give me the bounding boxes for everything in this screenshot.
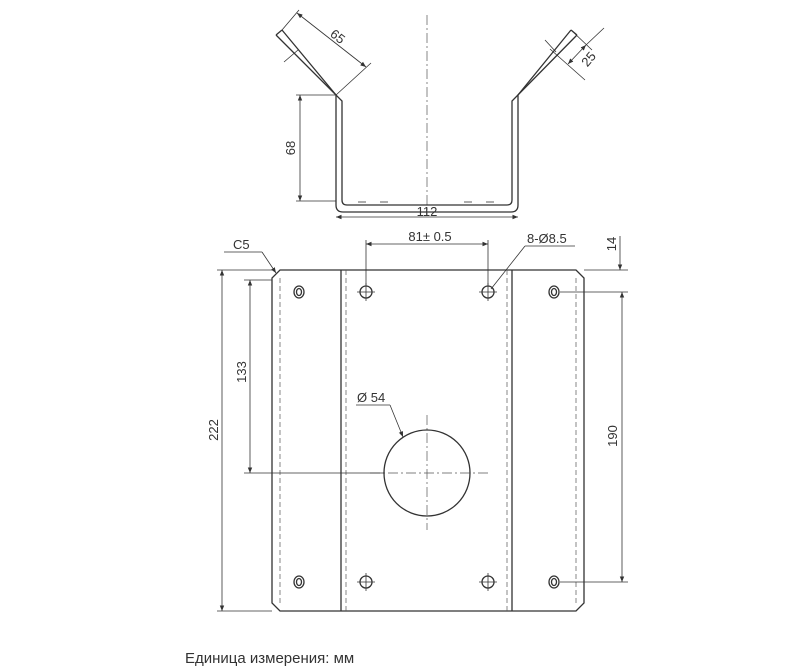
dim-leg-length: 65: [327, 26, 348, 47]
left-flange-end: [275, 29, 283, 36]
dim-leg-offset: 25: [578, 49, 599, 70]
mounting-hole: [479, 573, 497, 591]
mounting-hole: [357, 573, 375, 591]
plan-view: 81± 0.5 8-Ø8.5 14 C5 133 222 190 Ø 54: [206, 229, 628, 612]
dimension-line-25: [567, 44, 587, 65]
dim-center-height: 133: [234, 361, 249, 383]
dimension-leader: [585, 27, 605, 46]
callout-leader: [389, 404, 404, 438]
dim-bore: Ø 54: [357, 390, 385, 405]
extension-line: [281, 9, 300, 31]
front-view: 65 25 68 112: [275, 9, 605, 220]
flange-hole: [548, 575, 560, 589]
flange-hole: [548, 285, 560, 299]
mounting-hole: [479, 283, 497, 301]
dim-hole-span: 190: [605, 425, 620, 447]
dim-height: 68: [283, 141, 298, 155]
units-caption: Единица измерения: мм: [185, 650, 355, 667]
dim-width: 112: [417, 204, 438, 219]
extension-line: [549, 48, 586, 81]
mounting-hole: [357, 283, 375, 301]
flange-hole: [293, 285, 305, 299]
dimension-line-65: [296, 12, 367, 68]
u-bracket-inner: [275, 34, 578, 206]
dim-chamfer: C5: [233, 237, 250, 252]
dim-hole-pitch: 81± 0.5: [408, 229, 451, 244]
center-tick: [283, 49, 299, 63]
plate-outline: [271, 269, 585, 612]
callout-leader: [261, 251, 277, 274]
flange-hole: [293, 575, 305, 589]
dim-hole-callout: 8-Ø8.5: [527, 231, 567, 246]
extension-line: [335, 62, 372, 96]
dim-edge-offset: 14: [604, 237, 619, 251]
dim-total-height: 222: [206, 419, 221, 441]
callout-leader: [490, 245, 526, 290]
center-tick: [544, 39, 557, 53]
extension-line: [570, 29, 593, 51]
u-bracket-outer: [281, 29, 572, 213]
